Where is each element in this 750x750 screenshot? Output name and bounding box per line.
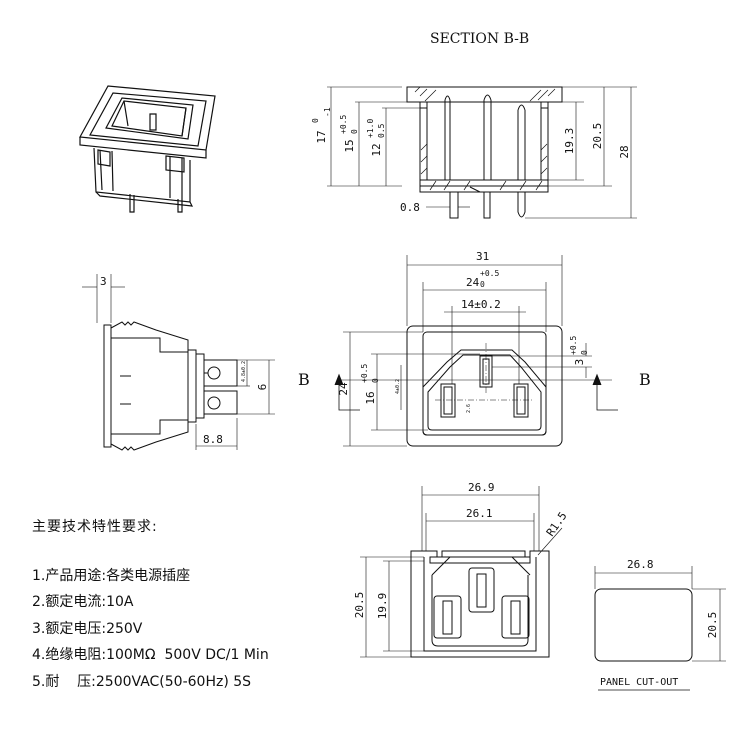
dim-6: 6	[256, 384, 269, 391]
dim-3-tol-dn: 0	[580, 350, 589, 355]
spec-label: 绝缘电阻:	[45, 647, 107, 663]
section-marker-right: B	[639, 370, 651, 389]
dim-16: 16	[364, 391, 377, 404]
front-view: B B 31 24 +0.5 0 14±0.2 24 16 +0.5 0 4±0…	[298, 250, 651, 447]
dim-3-tol-up: +0.5	[569, 336, 578, 355]
dim-3: 3	[100, 275, 107, 288]
dim-3-front: 3	[573, 359, 586, 366]
spec-num: 1.	[32, 567, 46, 584]
dim-15-tol-up: +0.5	[339, 115, 348, 134]
spec-num: 2.	[32, 594, 46, 610]
spec-value: 各类电源插座	[106, 567, 191, 584]
spec-label: 耐 压:	[45, 673, 96, 690]
dim-20-5-bottom: 20.5	[353, 592, 366, 619]
dim-0-8: 0.8	[400, 201, 420, 214]
dim-26-8: 26.8	[627, 558, 654, 571]
dim-20-5: 20.5	[591, 123, 604, 150]
dim-20-5-cutout: 20.5	[706, 612, 719, 639]
dim-12-tol-up: +1.0	[366, 119, 375, 138]
dim-16-tol-dn: 0	[371, 378, 380, 383]
section-title: SECTION B-B	[430, 31, 529, 47]
bottom-view: 26.9 26.1 R1.5 20.5 19.9	[353, 481, 570, 658]
spec-label: 额定电压:	[45, 620, 107, 637]
dim-12-tol-dn: 0.5	[377, 123, 386, 138]
dim-24v: 24	[337, 382, 350, 396]
dim-19-9: 19.9	[376, 593, 389, 620]
spec-label: 额定电流:	[45, 594, 107, 610]
dim-pin-small: 4.8±0.2	[241, 361, 247, 382]
isometric-view	[79, 85, 216, 213]
dim-17-tol-dn: -1	[323, 107, 332, 117]
spec-value: 250V	[106, 620, 143, 637]
section-marker-left: B	[298, 370, 310, 389]
dim-12: 12	[370, 143, 383, 156]
spec-label: 产品用途:	[45, 567, 107, 584]
dim-24-tol-up: +0.5	[480, 269, 499, 278]
spec-item: 1.产品用途:各类电源插座	[32, 563, 269, 590]
dim-26-9: 26.9	[468, 481, 495, 494]
spec-num: 5.	[32, 673, 46, 690]
section-view: 17 0 -1 15 +0.5 0 12 +1.0 0.5 19.3 20.5 …	[311, 86, 637, 219]
spec-item: 2.额定电流:10A	[32, 589, 269, 616]
dim-16-tol-up: +0.5	[360, 364, 369, 383]
dim-r1-5: R1.5	[544, 510, 570, 539]
side-view: 3 6 4.8±0.2 8.8	[82, 274, 275, 451]
dim-31: 31	[476, 250, 489, 263]
spec-heading: 主要技术特性要求:	[32, 519, 158, 535]
dim-small-b: 2.6	[466, 404, 472, 413]
spec-list: 主要技术特性要求: 1.产品用途:各类电源插座 2.额定电流:10A 3.额定电…	[32, 514, 269, 695]
spec-item: 5.耐 压:2500VAC(50-60Hz) 5S	[32, 669, 269, 696]
spec-value: 10A	[106, 594, 134, 610]
dim-28: 28	[618, 145, 631, 158]
dim-15-tol-dn: 0	[350, 129, 359, 134]
spec-item: 3.额定电压:250V	[32, 616, 269, 643]
spec-value: 2500VAC(50-60Hz) 5S	[95, 673, 252, 690]
spec-item: 4.绝缘电阻:100MΩ 500V DC/1 Min	[32, 642, 269, 669]
panel-cutout-label: PANEL CUT-OUT	[600, 677, 678, 688]
panel-cutout-view: 26.8 20.5 PANEL CUT-OUT	[594, 558, 726, 691]
dim-24: 24	[466, 276, 480, 289]
dim-19-3: 19.3	[563, 128, 576, 155]
dim-17-tol-up: 0	[311, 118, 320, 123]
dim-8-8: 8.8	[203, 433, 223, 446]
dim-17: 17	[315, 130, 328, 143]
spec-value: 100MΩ 500V DC/1 Min	[106, 647, 269, 663]
dim-26-1: 26.1	[466, 507, 493, 520]
dim-24-tol-dn: 0	[480, 280, 485, 289]
spec-num: 3.	[32, 620, 46, 637]
dim-15: 15	[343, 139, 356, 152]
dim-14: 14±0.2	[461, 298, 501, 311]
spec-num: 4.	[32, 647, 46, 663]
dim-small-a: 4±0.2	[395, 379, 401, 394]
